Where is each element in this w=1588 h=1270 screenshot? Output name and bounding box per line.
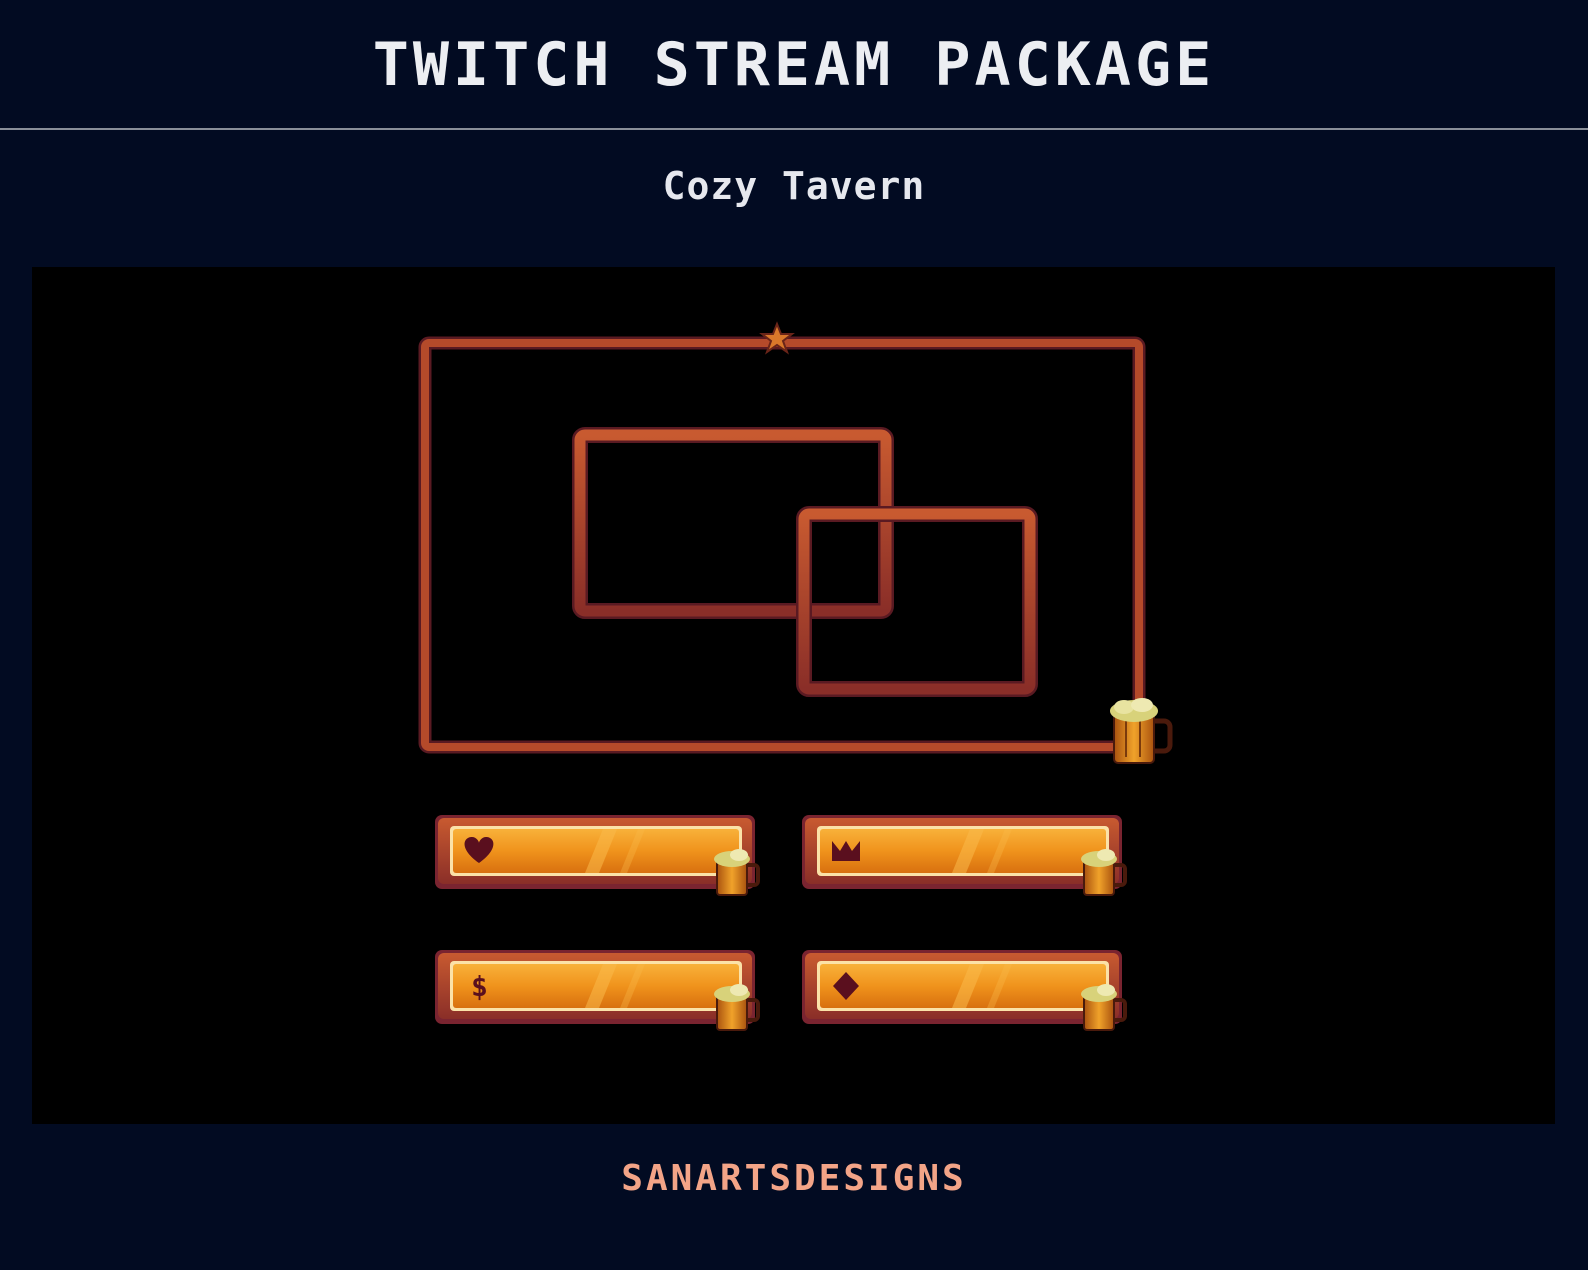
package-name: Cozy Tavern — [662, 164, 926, 208]
beer-mug-icon — [1081, 849, 1127, 896]
beer-mug-icon — [714, 849, 760, 896]
header-divider — [0, 128, 1588, 130]
beer-mug-icon — [1081, 984, 1127, 1031]
crown-icon — [832, 841, 860, 861]
brand-name: SANARTSDESIGNS — [621, 1158, 967, 1199]
overlay-preview: $ — [32, 267, 1555, 1124]
panel-3: $ — [435, 950, 760, 1031]
small-frame-b — [796, 506, 1038, 697]
panel-4 — [802, 950, 1127, 1031]
panel-2 — [802, 815, 1127, 896]
small-frame-a — [572, 427, 894, 619]
dollar-icon: $ — [471, 970, 488, 1003]
heart-icon — [464, 837, 494, 863]
diamond-icon — [833, 972, 859, 1000]
svg-text:$: $ — [471, 970, 488, 1003]
beer-mug-icon — [1110, 698, 1173, 764]
page-title: TWITCH STREAM PACKAGE — [372, 30, 1216, 100]
panel-1 — [435, 815, 760, 896]
beer-mug-icon — [714, 984, 760, 1031]
star-icon — [759, 321, 795, 355]
